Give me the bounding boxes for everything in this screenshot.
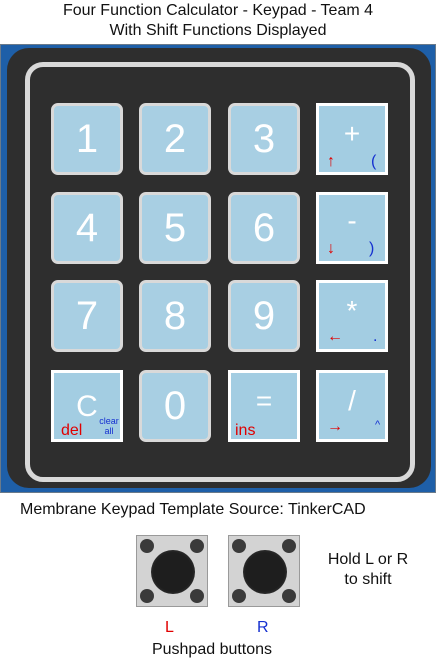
shift-caret: ^ xyxy=(375,419,381,431)
left-shift-pushbutton[interactable] xyxy=(136,535,208,607)
key-6[interactable]: 6 xyxy=(228,192,300,264)
template-source-caption: Membrane Keypad Template Source: TinkerC… xyxy=(20,501,366,518)
shift-clear-all-line-1: clear xyxy=(99,416,119,426)
key-clear-label: C xyxy=(76,390,98,423)
key-equals-label: = xyxy=(255,385,273,416)
key-4[interactable]: 4 xyxy=(51,192,123,264)
button-corner-dot xyxy=(282,539,296,553)
shift-clear-all-line-2: all xyxy=(104,426,114,436)
key-9-label: 9 xyxy=(252,294,276,338)
pushpad-buttons-caption: Pushpad buttons xyxy=(151,641,273,658)
key-3-label: 3 xyxy=(252,117,276,161)
button-corner-dot xyxy=(190,539,204,553)
keypad-frame xyxy=(25,62,415,482)
key-4-label: 4 xyxy=(75,206,99,250)
shift-decimal-point: . xyxy=(373,328,378,345)
keypad-board: 1 2 3 + ↑ ( 4 5 6 - ↓ ) 7 8 9 * ← . C de xyxy=(0,44,436,493)
shift-instructions-line-1: Hold L or R xyxy=(327,551,409,568)
shift-instructions: Hold L or R to shift xyxy=(318,550,418,590)
shift-down-arrow: ↓ xyxy=(327,240,335,257)
right-button-label: R xyxy=(257,619,269,636)
key-2-label: 2 xyxy=(163,117,187,161)
key-7[interactable]: 7 xyxy=(51,280,123,352)
key-plus-label: + xyxy=(343,118,361,149)
shift-close-paren: ) xyxy=(369,240,375,257)
key-8[interactable]: 8 xyxy=(139,280,211,352)
key-times-label: * xyxy=(346,295,358,326)
key-times[interactable]: * ← . xyxy=(316,280,388,352)
key-divide-label: / xyxy=(348,385,356,416)
key-7-label: 7 xyxy=(75,294,99,338)
key-0[interactable]: 0 xyxy=(139,370,211,442)
button-cap xyxy=(243,550,287,594)
key-6-label: 6 xyxy=(252,206,276,250)
shift-left-arrow: ← xyxy=(327,328,343,345)
shift-del: del xyxy=(61,422,83,439)
key-3[interactable]: 3 xyxy=(228,103,300,175)
key-divide[interactable]: / → ^ xyxy=(316,370,388,442)
left-button-label: L xyxy=(165,619,174,636)
button-corner-dot xyxy=(232,539,246,553)
key-plus[interactable]: + ↑ ( xyxy=(316,103,388,175)
title-line-1: Four Function Calculator - Keypad - Team… xyxy=(62,2,374,19)
button-corner-dot xyxy=(232,589,246,603)
key-1[interactable]: 1 xyxy=(51,103,123,175)
shift-up-arrow: ↑ xyxy=(327,153,335,170)
shift-right-arrow: → xyxy=(327,418,343,435)
shift-open-paren: ( xyxy=(371,153,377,170)
key-8-label: 8 xyxy=(163,294,187,338)
key-minus-label: - xyxy=(347,205,357,236)
shift-instructions-line-2: to shift xyxy=(344,571,392,588)
shift-ins: ins xyxy=(235,422,256,439)
key-9[interactable]: 9 xyxy=(228,280,300,352)
button-corner-dot xyxy=(140,539,154,553)
key-minus[interactable]: - ↓ ) xyxy=(316,192,388,264)
key-1-label: 1 xyxy=(75,117,99,161)
key-equals[interactable]: = ins xyxy=(228,370,300,442)
button-corner-dot xyxy=(140,589,154,603)
right-shift-pushbutton[interactable] xyxy=(228,535,300,607)
button-cap xyxy=(151,550,195,594)
title-line-2: With Shift Functions Displayed xyxy=(109,22,327,39)
key-5[interactable]: 5 xyxy=(139,192,211,264)
key-0-label: 0 xyxy=(163,384,187,428)
key-2[interactable]: 2 xyxy=(139,103,211,175)
button-corner-dot xyxy=(282,589,296,603)
key-5-label: 5 xyxy=(163,206,187,250)
button-corner-dot xyxy=(190,589,204,603)
